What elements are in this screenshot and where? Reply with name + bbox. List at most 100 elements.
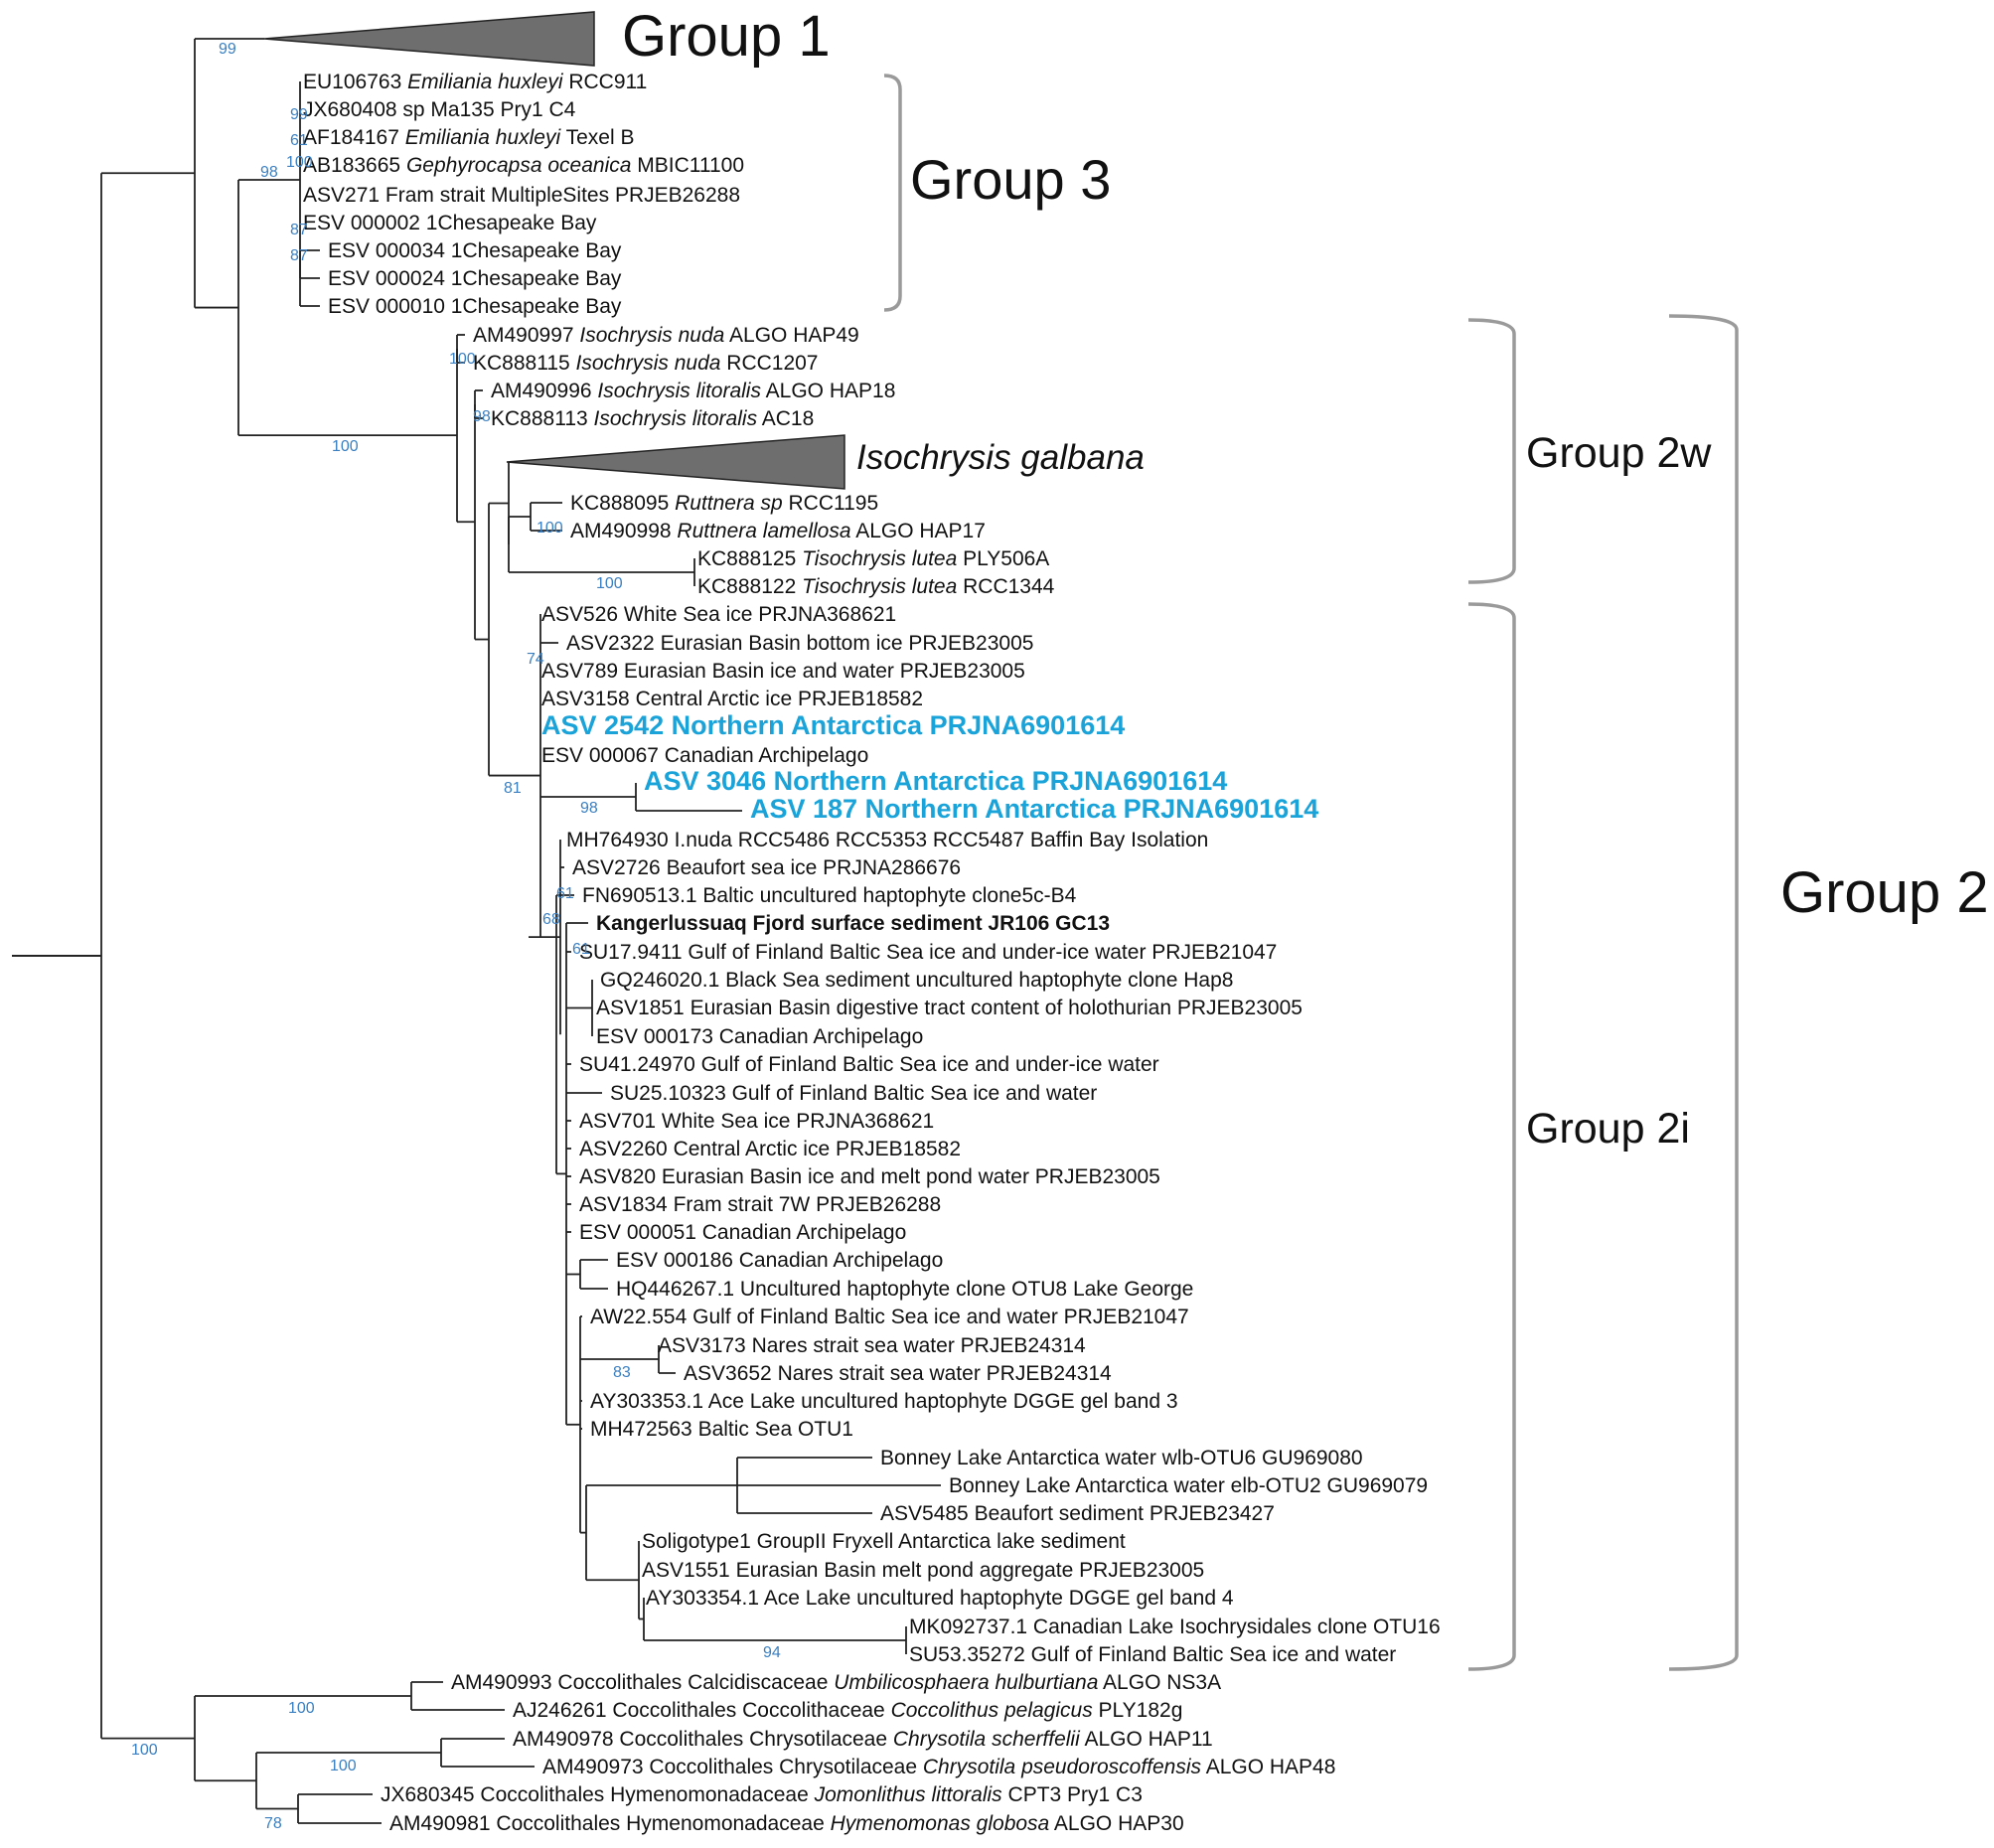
tip-label: ESV 000067 Canadian Archipelago xyxy=(541,744,868,767)
tip-label-part: ESV 000051 Canadian Archipelago xyxy=(579,1221,906,1244)
tip-label-part: Emiliania huxleyi xyxy=(405,126,562,149)
tip-label: AM490993 Coccolithales Calcidiscaceae Um… xyxy=(451,1671,1221,1694)
tip-label: ASV3173 Nares strait sea water PRJEB2431… xyxy=(658,1334,1086,1357)
tip-label: AM490981 Coccolithales Hymenomonadaceae … xyxy=(389,1812,1184,1835)
tip-label: KC888125 Tisochrysis lutea PLY506A xyxy=(697,547,1049,570)
tip-label-part: SU17.9411 Gulf of Finland Baltic Sea ice… xyxy=(579,941,1277,964)
collapsed-clade-label: Isochrysis galbana xyxy=(856,438,1145,477)
tip-label: Bonney Lake Antarctica water wlb-OTU6 GU… xyxy=(880,1447,1363,1469)
tip-label-part: ASV1834 Fram strait 7W PRJEB26288 xyxy=(579,1193,941,1216)
tip-label-part: RCC911 xyxy=(563,71,648,93)
tip-label-part: MK092737.1 Canadian Lake Isochrysidales … xyxy=(909,1616,1441,1638)
bootstrap-value: 87 xyxy=(290,247,308,264)
bootstrap-value: 98 xyxy=(580,800,598,817)
bootstrap-value: 83 xyxy=(613,1364,631,1381)
tip-label: ASV1851 Eurasian Basin digestive tract c… xyxy=(596,997,1303,1019)
tip-label-part: ESV 000034 1Chesapeake Bay xyxy=(328,239,622,262)
tip-label-part: ALGO HAP11 xyxy=(1080,1728,1213,1751)
tip-label: ASV 187 Northern Antarctica PRJNA6901614 xyxy=(750,794,1318,824)
tip-label: ASV701 White Sea ice PRJNA368621 xyxy=(579,1110,934,1133)
bootstrap-value: 94 xyxy=(763,1644,781,1661)
tip-label-part: ESV 000002 1Chesapeake Bay xyxy=(303,212,597,234)
tip-label: FN690513.1 Baltic uncultured haptophyte … xyxy=(582,884,1077,907)
tip-label-part: ALGO HAP18 xyxy=(761,380,895,402)
tip-label-part: ASV3158 Central Arctic ice PRJEB18582 xyxy=(541,688,923,710)
bootstrap-values: 9998996110087871001009810010074819861686… xyxy=(131,41,781,1832)
tip-label-part: SU41.24970 Gulf of Finland Baltic Sea ic… xyxy=(579,1053,1159,1076)
tip-label-part: ASV 2542 Northern Antarctica PRJNA690161… xyxy=(541,710,1125,740)
tip-label: AM490998 Ruttnera lamellosa ALGO HAP17 xyxy=(570,520,986,542)
tip-label-part: ESV 000024 1Chesapeake Bay xyxy=(328,267,622,290)
tip-label-part: RCC1207 xyxy=(720,352,818,375)
tip-label-part: AM490996 xyxy=(491,380,597,402)
tip-label-part: AY303353.1 Ace Lake uncultured haptophyt… xyxy=(590,1390,1178,1413)
tip-label-part: AM490981 Coccolithales Hymenomonadaceae xyxy=(389,1812,831,1835)
bootstrap-value: 100 xyxy=(286,154,313,171)
tip-label: SU25.10323 Gulf of Finland Baltic Sea ic… xyxy=(610,1082,1097,1105)
tip-label-part: AC18 xyxy=(757,407,814,430)
tip-label-part: AW22.554 Gulf of Finland Baltic Sea ice … xyxy=(590,1306,1189,1328)
tip-label-part: ASV271 Fram strait MultipleSites PRJEB26… xyxy=(303,184,740,207)
tip-label-part: ESV 000186 Canadian Archipelago xyxy=(616,1249,943,1272)
tip-label-part: ASV3652 Nares strait sea water PRJEB2431… xyxy=(684,1362,1112,1385)
tip-label-part: Ruttnera sp xyxy=(675,492,783,515)
tip-label: KC888113 Isochrysis litoralis AC18 xyxy=(491,407,814,430)
tip-label: Bonney Lake Antarctica water elb-OTU2 GU… xyxy=(949,1474,1428,1497)
tip-label-part: EU106763 xyxy=(303,71,407,93)
bootstrap-value: 78 xyxy=(264,1815,282,1832)
tip-label-part: ASV5485 Beaufort sediment PRJEB23427 xyxy=(880,1502,1275,1525)
tip-label-part: Emiliania huxleyi xyxy=(407,71,564,93)
tip-label-part: ALGO HAP30 xyxy=(1049,1812,1183,1835)
tip-label: ASV3158 Central Arctic ice PRJEB18582 xyxy=(541,688,923,710)
tip-label-part: AM490998 xyxy=(570,520,677,542)
group-bracket xyxy=(1668,314,1739,1671)
tip-label-part: ASV 187 Northern Antarctica PRJNA6901614 xyxy=(750,794,1318,824)
tip-label-part: MH472563 Baltic Sea OTU1 xyxy=(590,1418,853,1441)
tip-label-part: ALGO HAP49 xyxy=(724,324,858,347)
collapsed-clades xyxy=(263,11,845,490)
collapsed-clade-triangle xyxy=(506,434,845,490)
tip-label-part: ALGO HAP17 xyxy=(851,520,986,542)
bootstrap-value: 87 xyxy=(290,222,308,238)
tip-label-part: ASV2322 Eurasian Basin bottom ice PRJEB2… xyxy=(566,632,1033,655)
tip-label-part: ASV 3046 Northern Antarctica PRJNA690161… xyxy=(644,766,1227,796)
tip-label: MH764930 I.nuda RCC5486 RCC5353 RCC5487 … xyxy=(566,829,1208,851)
tip-label-part: Bonney Lake Antarctica water wlb-OTU6 GU… xyxy=(880,1447,1363,1469)
tip-label-part: Chrysotila scherffelii xyxy=(893,1728,1081,1751)
tip-label-part: AM490973 Coccolithales Chrysotilaceae xyxy=(542,1756,923,1778)
tip-label-part: RCC1195 xyxy=(783,492,879,515)
tip-label: SU53.35272 Gulf of Finland Baltic Sea ic… xyxy=(909,1643,1396,1666)
tip-label: ASV2322 Eurasian Basin bottom ice PRJEB2… xyxy=(566,632,1033,655)
tip-label-part: ASV820 Eurasian Basin ice and melt pond … xyxy=(579,1165,1160,1188)
tip-label: MK092737.1 Canadian Lake Isochrysidales … xyxy=(909,1616,1441,1638)
tip-label-part: MH764930 I.nuda RCC5486 RCC5353 RCC5487 … xyxy=(566,829,1208,851)
tip-label-part: KC888115 xyxy=(473,352,576,375)
tip-label: ASV5485 Beaufort sediment PRJEB23427 xyxy=(880,1502,1275,1525)
tip-label-part: JX680345 Coccolithales Hymenomonadaceae xyxy=(381,1783,815,1806)
tree-branches xyxy=(12,38,941,1824)
tip-labels: EU106763 Emiliania huxleyi RCC911JX68040… xyxy=(303,71,1441,1835)
tip-label-part: Isochrysis nuda xyxy=(576,352,721,375)
tip-label: SU41.24970 Gulf of Finland Baltic Sea ic… xyxy=(579,1053,1159,1076)
tip-label-part: Ruttnera lamellosa xyxy=(677,520,850,542)
tip-label-part: Bonney Lake Antarctica water elb-OTU2 GU… xyxy=(949,1474,1428,1497)
tip-label-part: ASV789 Eurasian Basin ice and water PRJE… xyxy=(541,660,1025,683)
tip-label-part: AM490993 Coccolithales Calcidiscaceae xyxy=(451,1671,834,1694)
tip-label: ESV 000051 Canadian Archipelago xyxy=(579,1221,906,1244)
group-label: Group 2 xyxy=(1780,860,1989,925)
tip-label: ASV3652 Nares strait sea water PRJEB2431… xyxy=(684,1362,1112,1385)
tip-label-part: ASV1851 Eurasian Basin digestive tract c… xyxy=(596,997,1303,1019)
tip-label-part: ASV526 White Sea ice PRJNA368621 xyxy=(541,603,896,626)
group-label: Group 3 xyxy=(910,148,1111,211)
tip-label: KC888095 Ruttnera sp RCC1195 xyxy=(570,492,878,515)
bootstrap-value: 100 xyxy=(537,520,563,537)
tip-label-part: KC888113 xyxy=(491,407,594,430)
tip-label-part: SU53.35272 Gulf of Finland Baltic Sea ic… xyxy=(909,1643,1396,1666)
tip-label: AW22.554 Gulf of Finland Baltic Sea ice … xyxy=(590,1306,1189,1328)
tip-label: ASV2260 Central Arctic ice PRJEB18582 xyxy=(579,1138,961,1160)
tip-label: SU17.9411 Gulf of Finland Baltic Sea ice… xyxy=(579,941,1277,964)
tip-label-part: Isochrysis litoralis xyxy=(597,380,761,402)
tip-label: AM490997 Isochrysis nuda ALGO HAP49 xyxy=(473,324,859,347)
tip-label-part: KC888125 xyxy=(697,547,802,570)
